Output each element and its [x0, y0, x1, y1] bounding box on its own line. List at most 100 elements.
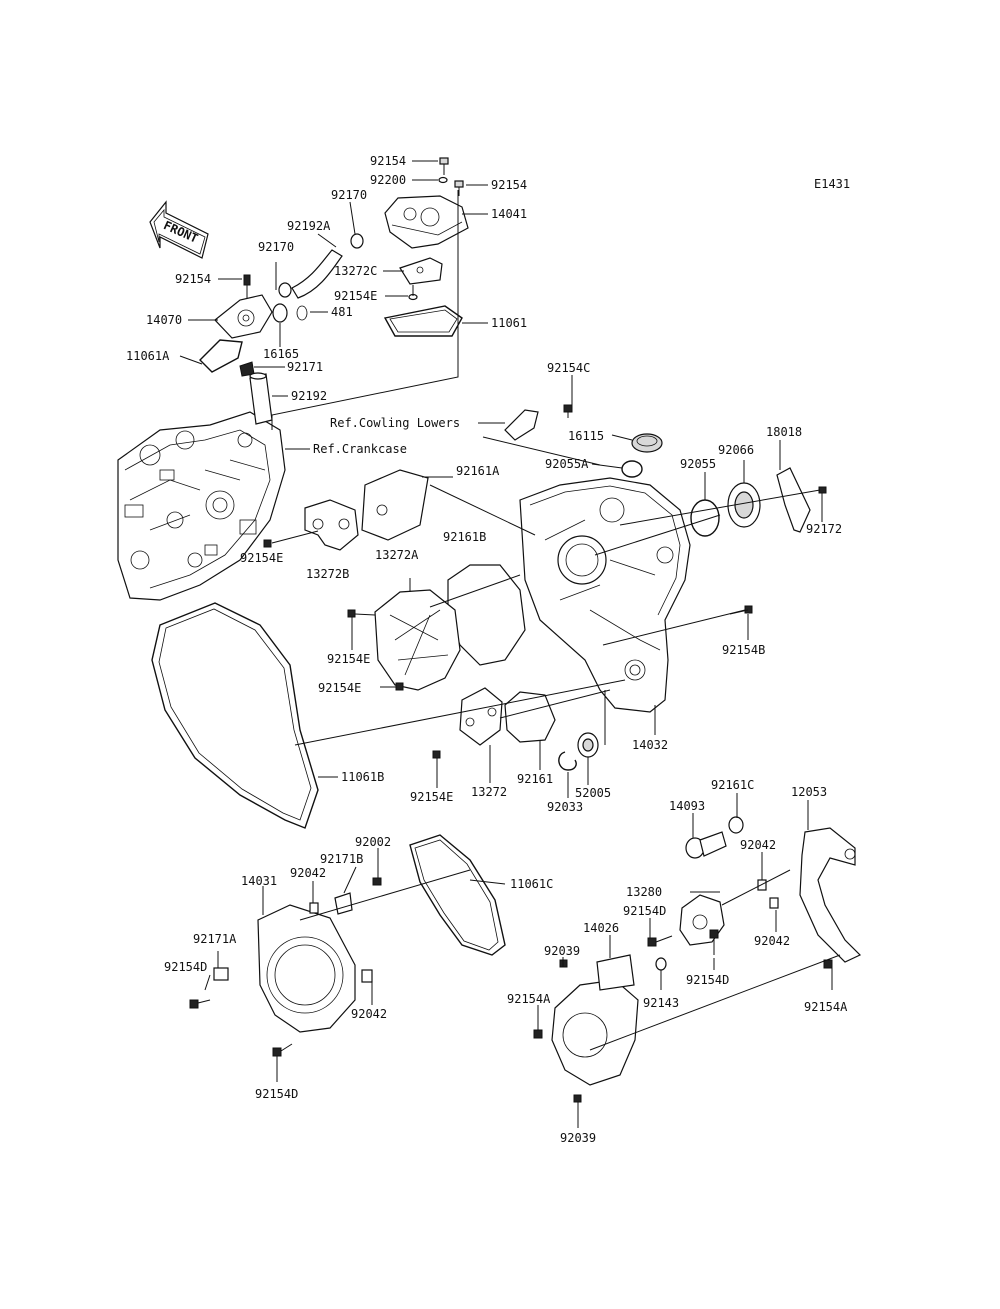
- label-92066: 92066: [718, 443, 754, 457]
- label-92154A-b: 92154A: [804, 1000, 848, 1014]
- part-11061C-gasket[interactable]: [409, 834, 506, 956]
- part-cowling-bracket[interactable]: [504, 404, 573, 441]
- front-direction-arrow: FRONT: [149, 200, 209, 259]
- label-13280: 13280: [626, 885, 662, 899]
- label-11061A: 11061A: [126, 349, 170, 363]
- label-92200: 92200: [370, 173, 406, 187]
- label-92154E-a: 92154E: [334, 289, 377, 303]
- label-92154-b: 92154: [491, 178, 527, 192]
- label-92042-a: 92042: [740, 838, 776, 852]
- label-92154D-d: 92154D: [255, 1087, 298, 1101]
- label-92039-a: 92039: [544, 944, 580, 958]
- part-92192A-hose[interactable]: [278, 233, 364, 299]
- bolts-92154E-group[interactable]: [263, 539, 441, 759]
- label-92154D-c: 92154D: [686, 973, 729, 987]
- label-92002: 92002: [355, 835, 391, 849]
- crankcase-reference-drawing: [117, 411, 286, 601]
- label-92171A: 92171A: [193, 932, 237, 946]
- part-11061A-gasket[interactable]: [199, 339, 243, 373]
- label-ref-crankcase: Ref.Crankcase: [313, 442, 407, 456]
- generator-small-parts[interactable]: [189, 877, 382, 1057]
- part-13272C-bracket[interactable]: [399, 257, 443, 285]
- label-18018: 18018: [766, 425, 802, 439]
- part-92161-pad[interactable]: [504, 691, 556, 743]
- part-14031-generator-cover[interactable]: [257, 904, 356, 1033]
- label-14093: 14093: [669, 799, 705, 813]
- label-92042-b: 92042: [290, 866, 326, 880]
- label-92154E-d: 92154E: [318, 681, 361, 695]
- label-92172: 92172: [806, 522, 842, 536]
- leader-lines: [179, 160, 841, 1128]
- part-14070-thermostat-housing[interactable]: [214, 274, 273, 339]
- label-14031: 14031: [241, 874, 277, 888]
- label-92170-b: 92170: [258, 240, 294, 254]
- label-92154D-b: 92154D: [164, 960, 207, 974]
- label-92143: 92143: [643, 996, 679, 1010]
- part-13272-bracket[interactable]: [459, 687, 503, 746]
- part-13272A-shield[interactable]: [374, 589, 461, 691]
- label-92033: 92033: [547, 800, 583, 814]
- label-92171: 92171: [287, 360, 323, 374]
- diagram-code: E1431: [814, 177, 850, 191]
- label-92042-d: 92042: [351, 1007, 387, 1021]
- label-92154B: 92154B: [722, 643, 765, 657]
- label-13272B: 13272B: [306, 567, 349, 581]
- label-11061: 11061: [491, 316, 527, 330]
- label-92161: 92161: [517, 772, 553, 786]
- part-13272B-bracket[interactable]: [304, 499, 359, 551]
- part-14032-clutch-cover[interactable]: [519, 477, 691, 713]
- label-52005: 52005: [575, 786, 611, 800]
- label-92154E-e: 92154E: [410, 790, 453, 804]
- label-92154-top: 92154: [370, 154, 406, 168]
- label-92154-l: 92154: [175, 272, 211, 286]
- part-14026-sprocket-cover[interactable]: [551, 954, 639, 1086]
- label-13272: 13272: [471, 785, 507, 799]
- part-92055A-oring[interactable]: [621, 460, 643, 478]
- part-16165-thermostat[interactable]: [272, 303, 288, 323]
- label-92154E-c: 92154E: [327, 652, 370, 666]
- part-92033-circlip[interactable]: [558, 751, 577, 771]
- part-14093-pin[interactable]: [685, 816, 744, 859]
- part-92055-oring[interactable]: [690, 499, 720, 537]
- label-14070: 14070: [146, 313, 182, 327]
- label-12053: 12053: [791, 785, 827, 799]
- label-14041: 14041: [491, 207, 527, 221]
- label-92055A: 92055A: [545, 457, 589, 471]
- bolts-top-group[interactable]: [408, 157, 464, 301]
- label-13272A: 13272A: [375, 548, 419, 562]
- label-92170-a: 92170: [331, 188, 367, 202]
- part-92192-hose[interactable]: [249, 372, 273, 425]
- label-ref-cowling-lowers: Ref.Cowling Lowers: [330, 416, 460, 430]
- label-92154E-b: 92154E: [240, 551, 283, 565]
- part-12053-bracket[interactable]: [799, 827, 862, 963]
- part-14041-cover[interactable]: [384, 195, 469, 249]
- label-481: 481: [331, 305, 353, 319]
- label-14026: 14026: [583, 921, 619, 935]
- part-11061-gasket[interactable]: [383, 305, 463, 337]
- part-16115-plug[interactable]: [631, 433, 663, 453]
- label-92161B: 92161B: [443, 530, 486, 544]
- part-481-oring[interactable]: [296, 305, 308, 321]
- label-92192A: 92192A: [287, 219, 331, 233]
- label-14032: 14032: [632, 738, 668, 752]
- label-92039-b: 92039: [560, 1131, 596, 1145]
- label-92154A-a: 92154A: [507, 992, 551, 1006]
- label-92042-c: 92042: [754, 934, 790, 948]
- label-11061B: 11061B: [341, 770, 384, 784]
- label-16165: 16165: [263, 347, 299, 361]
- label-92161A: 92161A: [456, 464, 500, 478]
- part-52005-seal[interactable]: [577, 732, 599, 758]
- label-11061C: 11061C: [510, 877, 553, 891]
- label-16115: 16115: [568, 429, 604, 443]
- part-92161A-pad[interactable]: [361, 469, 429, 541]
- label-92154C: 92154C: [547, 361, 590, 375]
- label-92192: 92192: [291, 389, 327, 403]
- part-18018-plate[interactable]: [776, 467, 811, 533]
- part-labels: 92154 92200 92154 92170 14041 92192A 921…: [126, 154, 848, 1145]
- label-92171B: 92171B: [320, 852, 363, 866]
- part-11061B-gasket[interactable]: [151, 602, 319, 829]
- part-92066-cap[interactable]: [727, 482, 761, 528]
- label-92154D-a: 92154D: [623, 904, 666, 918]
- label-92055: 92055: [680, 457, 716, 471]
